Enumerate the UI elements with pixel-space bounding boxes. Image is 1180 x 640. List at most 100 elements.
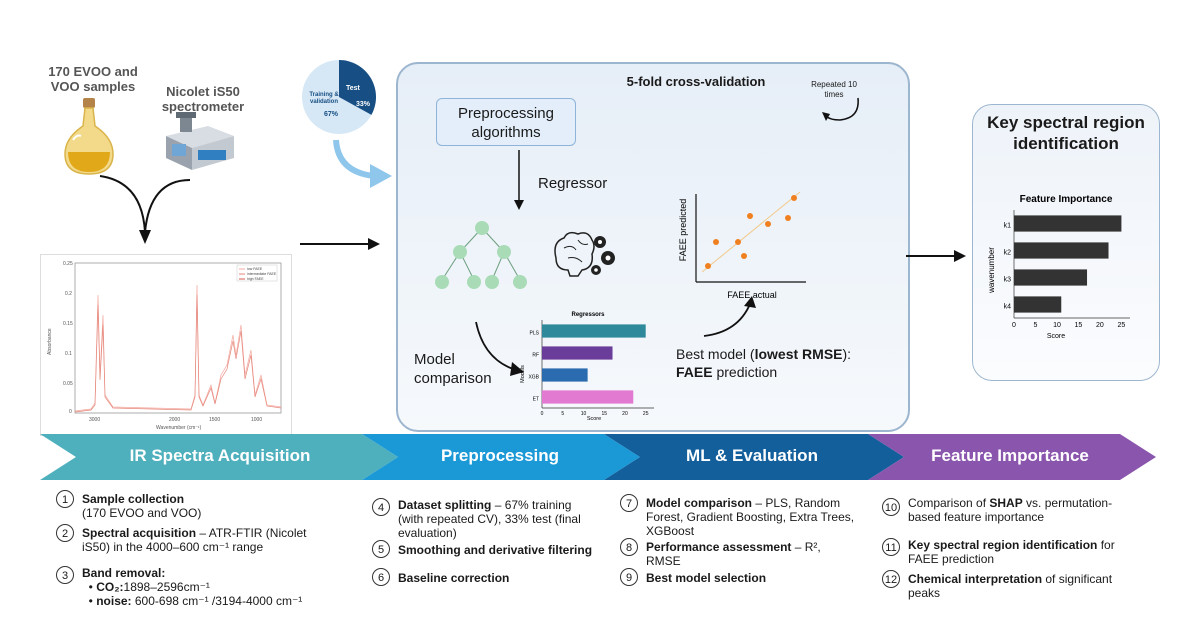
step-6: Baseline correction xyxy=(398,571,510,585)
bar-k1 xyxy=(1014,215,1122,232)
feature-ylabel: wavenumber xyxy=(987,247,996,294)
scatter-ylabel: FAEE predicted xyxy=(678,199,688,262)
scatter-point xyxy=(785,215,791,221)
xtick-label: 5 xyxy=(561,411,564,417)
best-model-text: Best model (lowest RMSE): FAEE predictio… xyxy=(676,346,852,380)
xtick-label: 3000 xyxy=(89,417,100,423)
stage-chevron-ml xyxy=(604,434,904,480)
spectrum-xlabel: Wavenumber (cm⁻¹) xyxy=(156,425,202,431)
stage-label: ML & Evaluation xyxy=(686,446,818,465)
feature-importance-chart: Feature Importance Score wavenumber k1k2… xyxy=(987,194,1130,340)
category-label: k3 xyxy=(1004,277,1012,284)
xtick-label: 5 xyxy=(1034,322,1038,329)
step-3: Band removal: • CO₂:1898–2596cm⁻¹ • nois… xyxy=(82,566,303,608)
scatter-point xyxy=(791,195,797,201)
pie-slice-test xyxy=(339,60,376,115)
repeat-cycle-icon xyxy=(822,97,859,121)
pie-slice-train xyxy=(302,60,372,134)
spectrometer-icon xyxy=(166,112,234,170)
curve-arrow-icon xyxy=(475,321,524,376)
scatter-point xyxy=(765,221,771,227)
bar-xgb xyxy=(542,368,588,382)
split-arrow-icon xyxy=(333,139,392,188)
xtick-label: 25 xyxy=(643,411,649,417)
arrow-down-icon xyxy=(514,150,524,210)
step-number: 5 xyxy=(372,540,390,558)
model-comparison-label: Model comparison xyxy=(414,351,492,387)
step-number: 9 xyxy=(620,568,638,586)
step-7: Model comparison – PLS, Random Forest, G… xyxy=(646,496,855,538)
step-number: 10 xyxy=(882,498,900,516)
stage-chevron-bar xyxy=(40,434,1156,480)
ytick-label: 0.25 xyxy=(63,261,73,267)
xtick-label: 1500 xyxy=(209,417,220,423)
xtick-label: 2000 xyxy=(169,417,180,423)
xtick-label: 10 xyxy=(1053,322,1061,329)
spectrum-ylabel: Absorbance xyxy=(47,328,53,355)
repeated-label: Repeated 10 times xyxy=(811,80,857,99)
bar-rf xyxy=(542,346,613,360)
bar-pls xyxy=(542,324,646,338)
step-9: Best model selection xyxy=(646,571,767,585)
pie-train-label: Training & validation xyxy=(309,92,339,105)
scatter-point xyxy=(713,239,719,245)
ytick-label: 0.2 xyxy=(65,291,72,297)
category-label: k4 xyxy=(1004,304,1012,311)
xtick-label: 20 xyxy=(1096,322,1104,329)
prediction-scatter-plot: FAEE predicted FAEE actual xyxy=(678,191,806,300)
preprocessing-algorithms-box: Preprocessing algorithms xyxy=(436,98,576,146)
flow-arrow-right-icon xyxy=(300,238,380,250)
xtick-label: 0 xyxy=(541,411,544,417)
step-5: Smoothing and derivative filtering xyxy=(398,543,593,557)
spectrum-chart: 0.25 0.2 0.15 0.1 0.05 0 3000 2000 1500 … xyxy=(47,261,282,431)
brain-gears-icon xyxy=(554,231,615,277)
ytick-label: 0.15 xyxy=(63,321,73,327)
category-label: k2 xyxy=(1004,250,1012,257)
cv-title: 5-fold cross-validation xyxy=(626,74,766,89)
xtick-label: 20 xyxy=(622,411,628,417)
category-label: PLS xyxy=(530,330,540,336)
scatter-point xyxy=(747,213,753,219)
stage-chevron-feature xyxy=(868,434,1156,480)
stage-label: Preprocessing xyxy=(440,446,560,465)
ytick-label: 0 xyxy=(69,409,72,415)
bar-k4 xyxy=(1014,296,1062,313)
xtick-label: 1000 xyxy=(251,417,262,423)
scatter-point xyxy=(705,263,711,269)
step-4: Dataset splitting – 67% training (with r… xyxy=(398,498,581,540)
ytick-label: 0.1 xyxy=(65,351,72,357)
step-number: 11 xyxy=(882,538,900,556)
regressors-xlabel: Score xyxy=(587,416,601,422)
spectrometer-label: Nicolet iS50 spectrometer xyxy=(161,84,245,114)
xtick-label: 25 xyxy=(1118,322,1126,329)
legend-entry: low FAEE xyxy=(247,267,263,271)
bar-k2 xyxy=(1014,242,1109,259)
xtick-label: 10 xyxy=(581,411,587,417)
legend-entry: high FAEE xyxy=(247,277,264,281)
scatter-point xyxy=(735,239,741,245)
pie-test-label: Test xyxy=(346,85,361,92)
cross-validation-panel xyxy=(396,62,910,432)
step-10: Comparison of SHAP vs. permutation-based… xyxy=(908,496,1113,524)
stage-label: Feature Importance xyxy=(931,446,1089,465)
decision-tree-icon xyxy=(435,221,527,289)
bar-et xyxy=(542,390,634,404)
curve-arrow-up-icon xyxy=(703,296,756,337)
regressors-ylabel: Models xyxy=(520,365,526,383)
scatter-fit-line xyxy=(701,191,801,273)
category-label: ET xyxy=(533,396,539,402)
flow-arrow-down-icon xyxy=(99,175,191,244)
spectrum-panel: 0.25 0.2 0.15 0.1 0.05 0 3000 2000 1500 … xyxy=(40,254,292,436)
flow-arrow-right-icon xyxy=(906,250,966,262)
xtick-label: 0 xyxy=(1012,322,1016,329)
step-11: Key spectral region identification for F… xyxy=(908,538,1115,566)
step-number: 3 xyxy=(56,566,74,584)
samples-label: 170 EVOO and VOO samples xyxy=(48,64,138,94)
regressor-label: Regressor xyxy=(538,175,608,192)
feature-chart-title: Feature Importance xyxy=(1020,194,1113,205)
scatter-point xyxy=(741,253,747,259)
step-number: 6 xyxy=(372,568,390,586)
step-number: 2 xyxy=(56,524,74,542)
pie-train-pct: 67% xyxy=(324,111,339,118)
